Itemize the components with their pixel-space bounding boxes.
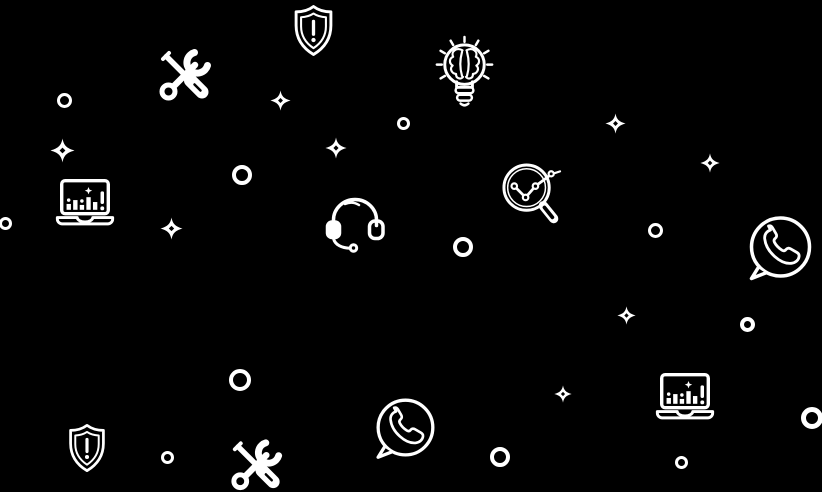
sparkle-icon bbox=[554, 385, 572, 403]
shield-alert-icon bbox=[69, 423, 105, 473]
support-headset-icon bbox=[324, 197, 385, 253]
laptop-analytics-icon bbox=[55, 178, 115, 226]
whatsapp-icon bbox=[749, 216, 812, 281]
laptop-analytics-icon bbox=[655, 372, 715, 420]
sparkle-icon bbox=[159, 216, 183, 240]
sparkle-icon bbox=[50, 138, 74, 162]
sparkle-icon bbox=[616, 305, 636, 325]
circle-outline bbox=[801, 407, 822, 429]
search-analytics-icon bbox=[500, 161, 563, 228]
sparkle-icon bbox=[269, 89, 291, 111]
circle-outline bbox=[232, 165, 252, 185]
sparkle-icon bbox=[604, 112, 626, 134]
circle-outline bbox=[229, 369, 251, 391]
whatsapp-icon bbox=[376, 398, 435, 459]
circle-outline bbox=[453, 237, 473, 257]
tools-icon bbox=[225, 432, 288, 492]
circle-outline bbox=[490, 447, 510, 467]
sparkle-icon bbox=[325, 137, 347, 159]
tools-icon bbox=[153, 41, 217, 109]
circle-outline bbox=[56, 92, 72, 108]
circle-outline bbox=[0, 216, 12, 230]
idea-brain-bulb-icon bbox=[435, 35, 494, 107]
circle-outline bbox=[396, 116, 410, 130]
circle-outline bbox=[160, 450, 174, 464]
shield-alert-icon bbox=[294, 4, 333, 57]
sparkle-icon bbox=[700, 153, 720, 173]
circle-outline bbox=[674, 455, 688, 469]
circle-outline bbox=[739, 316, 755, 332]
circle-outline bbox=[647, 222, 663, 238]
